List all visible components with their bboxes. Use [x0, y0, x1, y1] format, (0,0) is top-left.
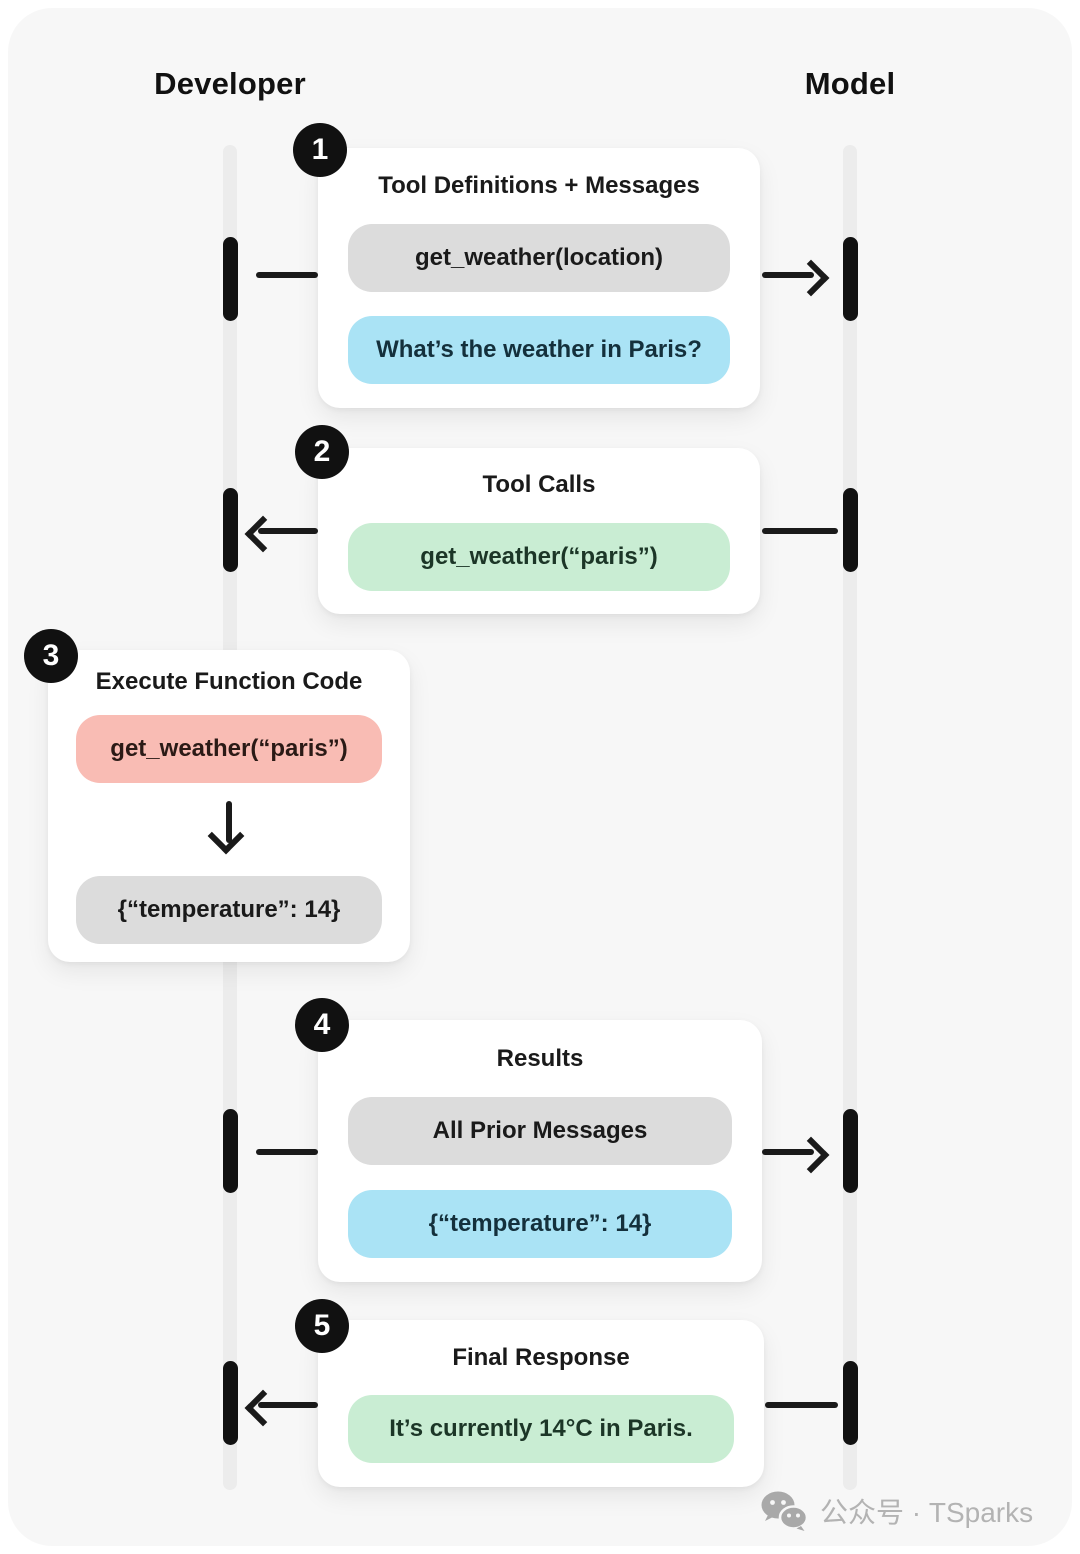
step1-arrow-line-right	[762, 272, 814, 278]
step2-card: Tool Calls get_weather(“paris”)	[318, 448, 760, 614]
watermark: 公众号 · TSparks	[760, 1488, 1033, 1534]
step1-title: Tool Definitions + Messages	[378, 172, 700, 199]
wechat-icon	[761, 1491, 808, 1531]
step4-arrow-line-right	[762, 1149, 814, 1155]
step5-arrow-line-left	[258, 1402, 318, 1408]
model-lifeline	[843, 145, 857, 1490]
step2-tool-call-pill: get_weather(“paris”)	[348, 522, 730, 591]
step5-card: Final Response It’s currently 14°C in Pa…	[318, 1320, 764, 1487]
model-activation-bar-step1	[843, 237, 858, 321]
developer-activation-bar-step4	[223, 1109, 238, 1193]
step2-title: Tool Calls	[482, 471, 596, 499]
step3-function-result-pill: {“temperature”: 14}	[76, 875, 382, 944]
step2-arrow-line-left	[258, 528, 318, 534]
step3-execution-arrow	[76, 801, 382, 857]
step1-right-arrowhead-icon	[792, 259, 830, 297]
step5-arrow-line-right	[765, 1402, 838, 1408]
step1-tool-definition-pill: get_weather(location)	[348, 224, 730, 292]
developer-column-header: Developer	[154, 66, 306, 101]
step3-down-arrow-line	[226, 801, 232, 844]
step3-title: Execute Function Code	[95, 668, 363, 696]
step2-arrow-line-right	[762, 528, 838, 534]
step4-result-pill: {“temperature”: 14}	[348, 1189, 732, 1258]
step3-card: Execute Function Code get_weather(“paris…	[48, 650, 410, 962]
model-activation-bar-step4	[843, 1109, 858, 1193]
step4-prior-messages-pill: All Prior Messages	[348, 1097, 732, 1165]
step4-number-badge: 4	[295, 998, 349, 1052]
developer-activation-bar-step5	[223, 1361, 238, 1445]
step5-final-response-pill: It’s currently 14°C in Paris.	[348, 1395, 734, 1464]
step5-number-badge: 5	[295, 1299, 349, 1353]
model-column-header: Model	[804, 66, 896, 101]
step1-arrow-line-left	[256, 272, 318, 278]
watermark-label: 公众号 · TSparks	[820, 1497, 1034, 1528]
step1-card: Tool Definitions + Messages get_weather(…	[318, 148, 760, 408]
developer-activation-bar-step2	[223, 488, 238, 572]
step3-down-arrowhead-icon	[207, 817, 245, 855]
step3-function-call-pill: get_weather(“paris”)	[76, 714, 382, 783]
step1-user-message-pill: What’s the weather in Paris?	[348, 316, 730, 384]
model-activation-bar-step5	[843, 1361, 858, 1445]
step5-left-arrowhead-icon	[244, 1389, 282, 1427]
step1-number-badge: 1	[293, 123, 347, 177]
step4-title: Results	[496, 1044, 584, 1072]
step4-right-arrowhead-icon	[792, 1136, 830, 1174]
step2-left-arrowhead-icon	[244, 515, 282, 553]
step5-title: Final Response	[452, 1343, 630, 1371]
developer-activation-bar-step1	[223, 237, 238, 321]
step4-arrow-line-left	[256, 1149, 318, 1155]
step2-number-badge: 2	[295, 425, 349, 479]
step3-number-badge: 3	[24, 629, 78, 683]
step4-card: Results All Prior Messages {“temperature…	[318, 1020, 762, 1282]
model-activation-bar-step2	[843, 488, 858, 572]
